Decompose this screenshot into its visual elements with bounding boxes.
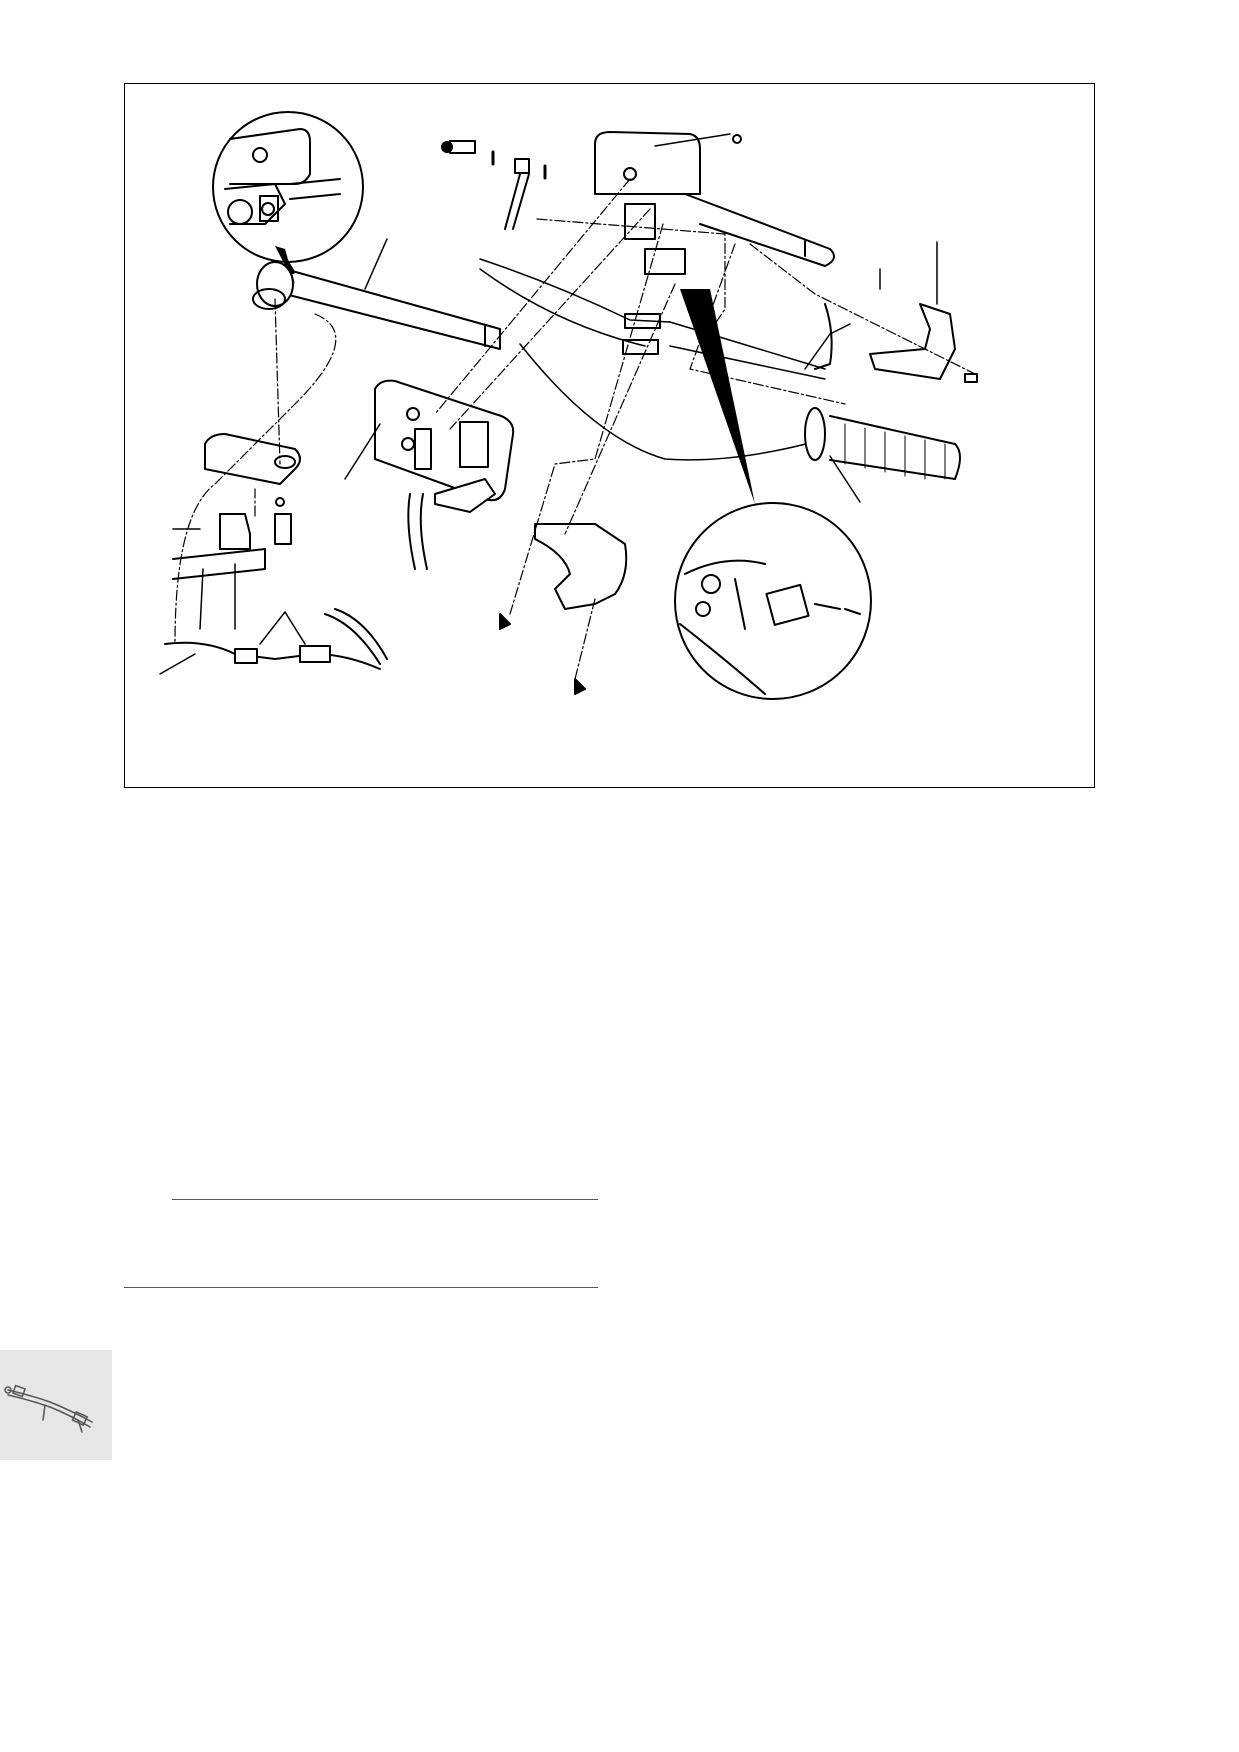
wire-harness-icon — [4, 1384, 93, 1433]
master-cylinder — [172, 513, 266, 630]
end-covers — [814, 241, 978, 383]
pivot-pin-parts — [441, 140, 547, 230]
lower-cover — [499, 523, 628, 695]
left-control-unit — [344, 379, 515, 570]
wire-connectors — [159, 608, 388, 675]
exploded-view-drawing — [159, 111, 978, 700]
detail-circle-right — [674, 502, 872, 700]
horizontal-rule-short — [172, 1199, 598, 1200]
horizontal-rule-long — [124, 1287, 598, 1288]
exploded-view-figure — [124, 83, 1095, 788]
handlebar — [252, 238, 501, 350]
cable-adjusters — [622, 313, 661, 355]
pointer-wedge-right — [680, 289, 755, 504]
hand-grip — [804, 407, 961, 503]
switch-housing-top — [594, 131, 835, 275]
section-tab — [0, 1350, 112, 1460]
clamp-bracket — [204, 433, 301, 545]
assembly-lines — [174, 178, 976, 680]
cables — [479, 258, 851, 461]
detail-circle-left — [212, 111, 364, 274]
